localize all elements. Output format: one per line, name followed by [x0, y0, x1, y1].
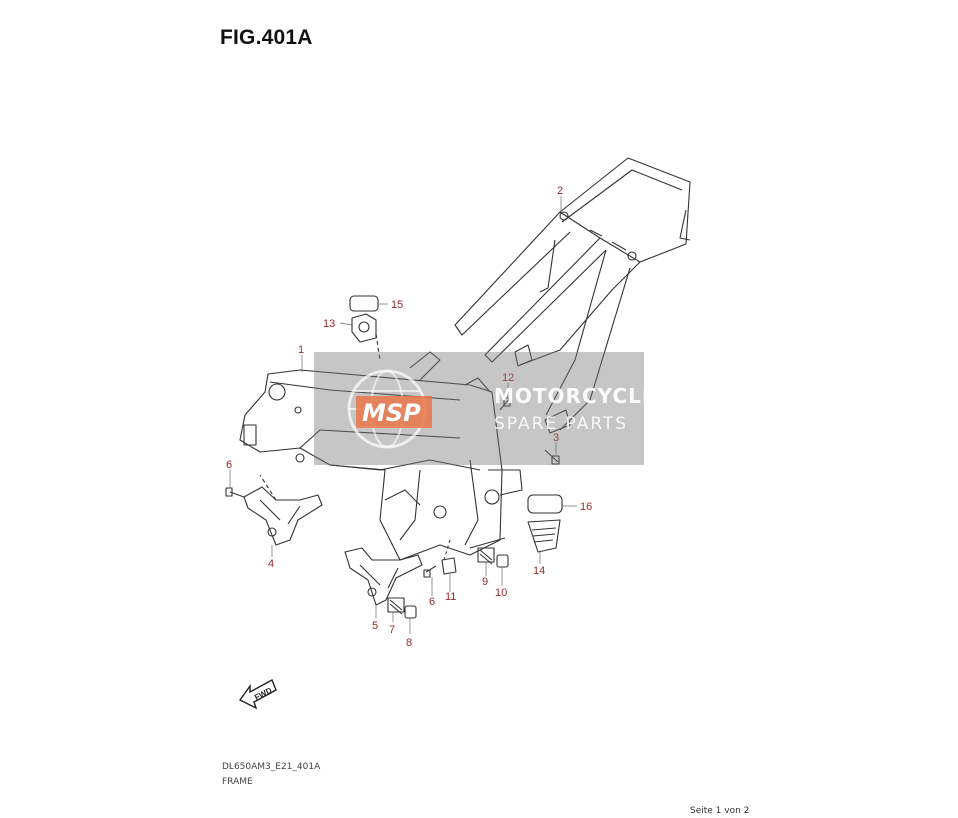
watermark-brand: MSP [362, 399, 421, 427]
callout-5: 5 [372, 620, 378, 632]
rear-subframe [454, 157, 691, 434]
left-footrest-bracket [243, 474, 323, 546]
spring-9 [477, 547, 495, 565]
globe-logo-icon: MSP [347, 369, 432, 449]
callout-12: 12 [502, 372, 514, 384]
nut-10 [496, 554, 509, 568]
callout-2: 2 [557, 185, 563, 197]
callout-4: 4 [268, 558, 274, 570]
bush-11 [441, 539, 457, 575]
callout-9: 9 [482, 576, 488, 588]
spring-7 [387, 597, 405, 615]
callout-10: 10 [495, 587, 507, 599]
diagram-code: DL650AM3_E21_401A [222, 762, 321, 772]
bolt-12 [499, 397, 511, 411]
watermark-line2: SPARE PARTS [494, 414, 629, 434]
bolt-3 [544, 449, 560, 465]
callout-16: 16 [580, 501, 592, 513]
callout-1: 1 [298, 344, 304, 356]
callout-15: 15 [391, 299, 403, 311]
callout-7: 7 [389, 624, 395, 636]
watermark-overlay: MSP MOTORCYCLE SPARE PARTS [314, 352, 655, 465]
page-indicator: Seite 1 von 2 [690, 806, 750, 816]
callout-6b: 6 [429, 596, 435, 608]
callout-11: 11 [445, 591, 456, 603]
nut-8 [404, 605, 417, 619]
cover-pad-16 [527, 494, 563, 514]
figure-title: FIG.401A [220, 26, 313, 49]
diagram-description: FRAME [222, 777, 253, 787]
frame-damper [351, 313, 381, 361]
grip-plate [527, 519, 561, 553]
right-footrest-bracket [344, 547, 423, 606]
callout-13: 13 [323, 318, 335, 330]
cover-pad-15 [349, 295, 379, 312]
bolt-6-right [423, 565, 437, 578]
bolt-6-left [225, 487, 245, 498]
callout-8: 8 [406, 637, 412, 649]
callout-3: 3 [553, 432, 559, 444]
fwd-arrow-icon: FWD [238, 679, 277, 710]
watermark-line1: MOTORCYCLE [494, 384, 657, 408]
leader-lines [229, 196, 577, 634]
callout-14: 14 [533, 565, 545, 577]
callout-labels: 1 2 3 4 5 6 6 7 8 9 10 11 12 13 14 15 16 [226, 185, 592, 649]
callout-6a: 6 [226, 459, 232, 471]
